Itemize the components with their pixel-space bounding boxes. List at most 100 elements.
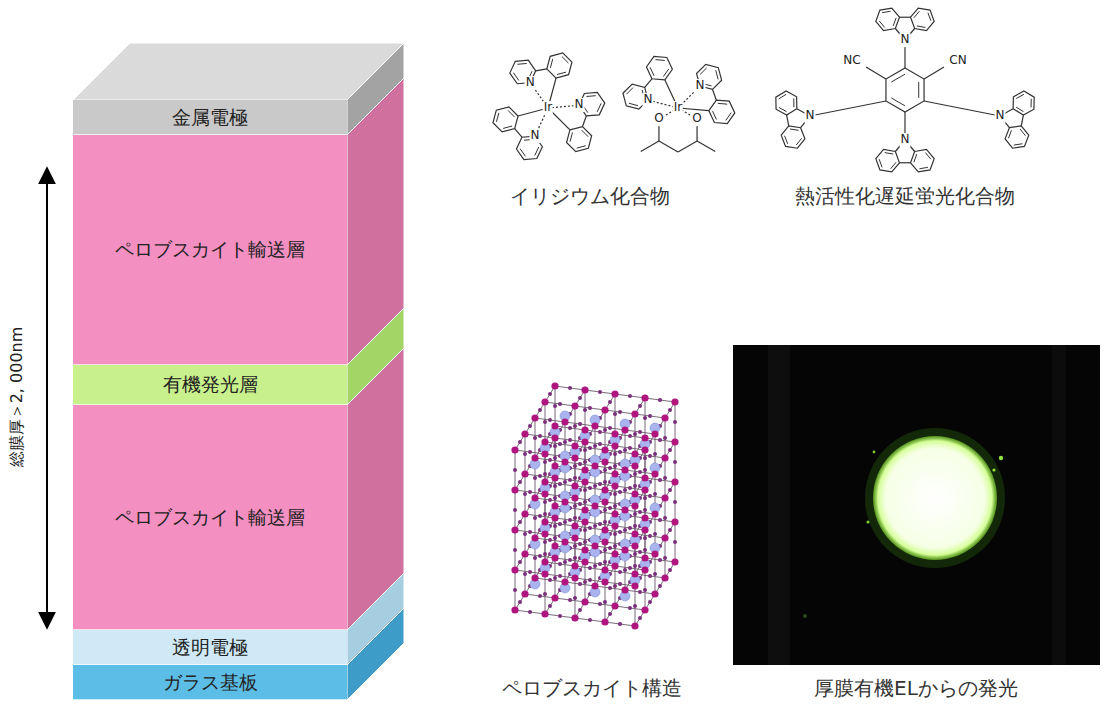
ring-double-bond <box>879 159 882 167</box>
halide-site <box>573 424 577 428</box>
lattice-bond <box>605 410 635 414</box>
ring-double-bond <box>663 69 668 77</box>
bond <box>899 17 910 18</box>
atom-label: CN <box>948 54 967 68</box>
halide-site <box>613 464 617 468</box>
halide-site <box>668 528 672 532</box>
metal-site <box>601 538 608 545</box>
halide-site <box>673 420 677 424</box>
metal-site <box>551 554 558 561</box>
halide-site <box>613 584 617 588</box>
halide-site <box>588 566 592 570</box>
halide-site <box>633 432 637 436</box>
caption: 熱活性化遅延蛍光化合物 <box>795 185 1015 208</box>
ring-double-bond <box>1008 130 1011 138</box>
metal-site <box>651 430 658 437</box>
halide-site <box>633 524 637 528</box>
halide-site <box>553 404 557 408</box>
metal-site <box>601 446 608 453</box>
metal-site <box>591 462 598 469</box>
thickness-arrow <box>46 168 48 628</box>
dimension-label: 総膜厚＞2, 000nm <box>8 327 26 468</box>
halide-site <box>588 446 592 450</box>
metal-site <box>541 570 548 577</box>
ring <box>876 149 900 172</box>
metal-site <box>581 386 588 393</box>
metal-site <box>631 490 638 497</box>
halide-site <box>568 518 572 522</box>
speck <box>992 468 995 471</box>
layer-label: 有機発光層 <box>163 373 258 396</box>
layer-label: 透明電極 <box>172 636 248 659</box>
ring-double-bond <box>550 59 552 68</box>
metal-site <box>611 550 618 557</box>
bond <box>536 69 547 71</box>
halide-site <box>638 550 642 554</box>
halide-site <box>613 452 617 456</box>
metal-site <box>531 414 538 421</box>
halide-site <box>528 424 532 428</box>
metal-site <box>581 478 588 485</box>
halide-site <box>583 528 587 532</box>
metal-site <box>581 426 588 433</box>
metal-site <box>571 574 578 581</box>
metal-site <box>571 482 578 489</box>
halide-site <box>643 416 647 420</box>
metal-site <box>601 578 608 585</box>
bond <box>641 141 659 152</box>
lattice-bond <box>555 598 585 602</box>
perovskite-lattice <box>511 382 678 629</box>
bond <box>899 162 910 163</box>
lattice-bond <box>615 394 645 398</box>
metal-site <box>541 438 548 445</box>
metal-site <box>661 494 668 501</box>
halide-site <box>548 458 552 462</box>
ring <box>776 91 797 115</box>
halide-site <box>573 476 577 480</box>
halide-site <box>538 434 542 438</box>
metal-site <box>541 478 548 485</box>
metal-site <box>521 470 528 477</box>
lattice-bond <box>615 606 645 610</box>
halide-site <box>628 446 632 450</box>
halide-site <box>598 442 602 446</box>
metal-site <box>661 454 668 461</box>
metal-site <box>551 434 558 441</box>
metal-site <box>611 390 618 397</box>
halide-site <box>663 516 667 520</box>
metal-site <box>571 454 578 461</box>
halide-site <box>573 596 577 600</box>
halide-site <box>558 574 562 578</box>
bond <box>866 67 886 79</box>
atom-label: O <box>653 112 664 126</box>
metal-site <box>551 474 558 481</box>
bond <box>810 101 886 116</box>
emission-photo <box>733 345 1100 665</box>
metal-site <box>611 470 618 477</box>
halide-site <box>588 406 592 410</box>
halide-site <box>533 476 537 480</box>
halide-site <box>643 508 647 512</box>
metal-site <box>581 438 588 445</box>
metal-site <box>521 550 528 557</box>
halide-site <box>553 536 557 540</box>
halide-site <box>563 480 567 484</box>
halide-site <box>543 500 547 504</box>
metal-site <box>521 430 528 437</box>
metal-site <box>641 434 648 441</box>
metal-site <box>541 518 548 525</box>
halide-site <box>518 440 522 444</box>
halide-site <box>573 504 577 508</box>
halide-site <box>588 618 592 622</box>
ring-double-bond <box>582 130 589 137</box>
caption: 厚膜有機ELからの発光 <box>814 677 1018 700</box>
ring <box>646 56 672 80</box>
bond <box>645 79 652 88</box>
metal-site <box>551 542 558 549</box>
ring-double-bond <box>626 88 633 95</box>
ring-double-bond <box>879 21 885 28</box>
metal-site <box>651 510 658 517</box>
atom-label: Ir <box>673 101 683 115</box>
halide-site <box>638 404 642 408</box>
